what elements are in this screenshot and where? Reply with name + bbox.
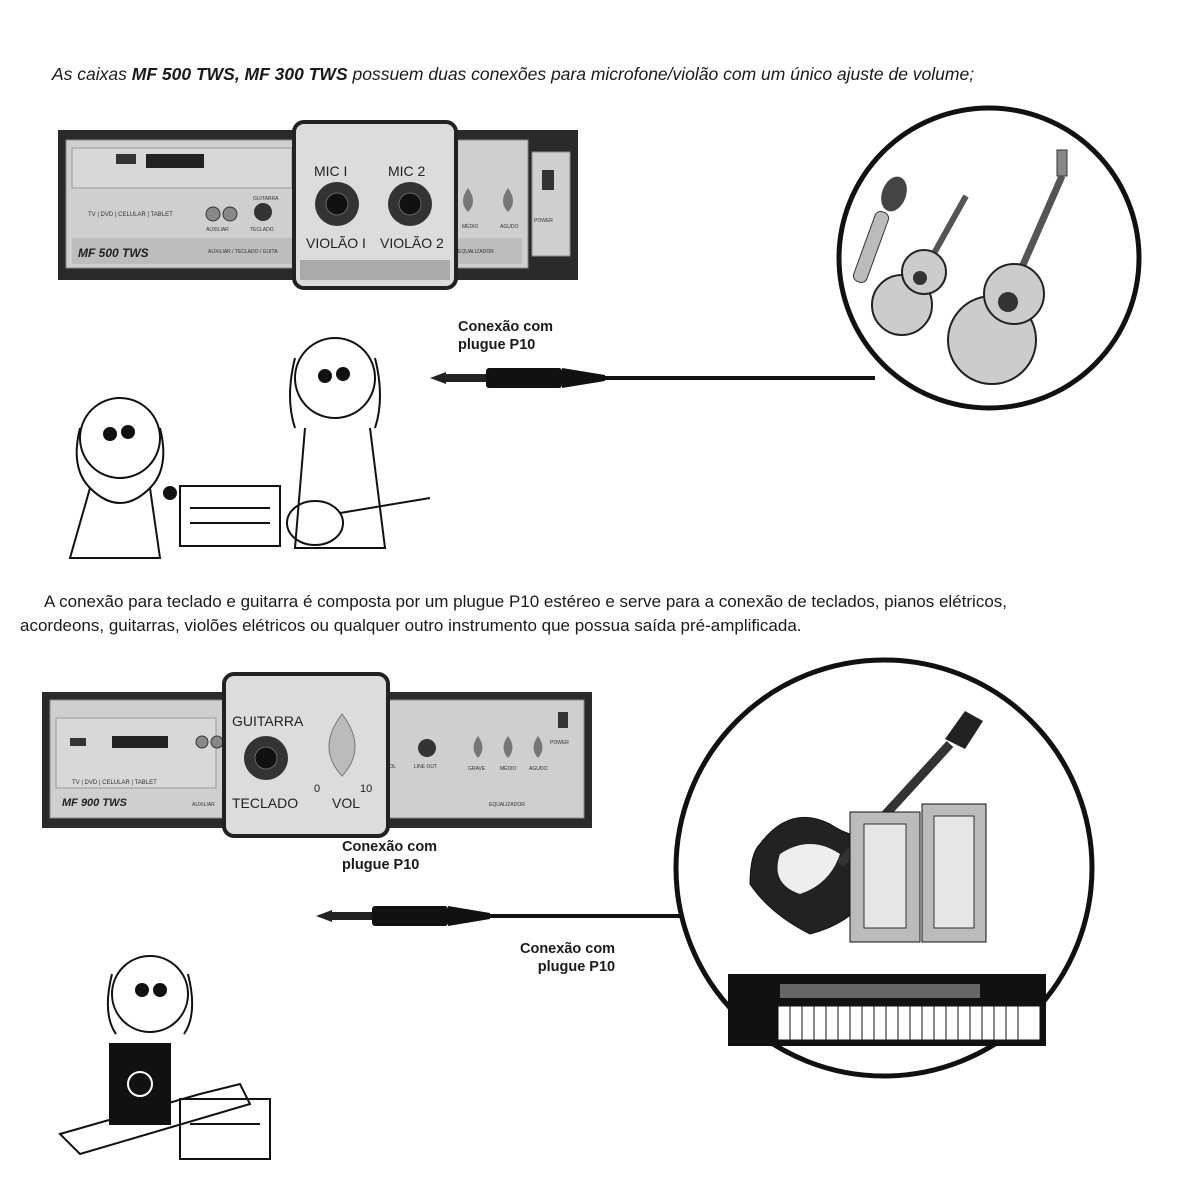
acoustic-guitar-large-icon xyxy=(947,149,1068,385)
svg-text:TECLADO: TECLADO xyxy=(250,227,274,233)
svg-text:0: 0 xyxy=(314,783,320,795)
svg-text:VIOLÃO 2: VIOLÃO 2 xyxy=(380,235,444,251)
svg-text:VIOLÃO I: VIOLÃO I xyxy=(306,235,366,251)
description-paragraph: A conexão para teclado e guitarra é comp… xyxy=(20,592,1007,635)
model-names: MF 500 TWS, MF 300 TWS xyxy=(131,64,348,84)
svg-text:EQUALIZADOR: EQUALIZADOR xyxy=(458,249,494,255)
instruments-circle-2 xyxy=(673,657,1095,1079)
svg-text:MÉDIO: MÉDIO xyxy=(462,223,479,230)
svg-text:AGUDO: AGUDO xyxy=(500,224,518,230)
svg-text:AUXILIAR: AUXILIAR xyxy=(192,802,215,808)
svg-text:10: 10 xyxy=(360,783,372,795)
svg-text:EQUALIZADOR: EQUALIZADOR xyxy=(489,802,525,808)
panel2-model: MF 900 TWS xyxy=(62,797,127,809)
svg-text:VOL: VOL xyxy=(386,764,396,770)
svg-text:AUXILIAR: AUXILIAR xyxy=(206,227,229,233)
svg-text:TECLADO: TECLADO xyxy=(232,795,298,811)
svg-text:LINE OUT: LINE OUT xyxy=(414,764,437,770)
cartoon-guitarist-2 xyxy=(58,955,271,1160)
microphone-icon xyxy=(852,176,907,283)
svg-text:GUITARRA: GUITARRA xyxy=(232,713,304,729)
section2-plug-label-b: Conexão com plugue P10 xyxy=(520,941,616,975)
svg-text:POWER: POWER xyxy=(534,218,553,224)
svg-text:GUITARRA: GUITARRA xyxy=(253,196,279,202)
svg-text:AUXILIAR / TECLADO / GUITA: AUXILIAR / TECLADO / GUITA xyxy=(208,249,278,255)
panel1-left-label: TV | DVD | CELULAR | TABLET xyxy=(88,212,173,218)
svg-text:VOL: VOL xyxy=(332,795,360,811)
svg-text:POWER: POWER xyxy=(550,740,569,746)
cartoon-musicians-1 xyxy=(68,337,431,559)
svg-text:MÉDIO: MÉDIO xyxy=(500,765,517,772)
instruments-circle-1 xyxy=(836,105,1142,411)
svg-text:GRAVE: GRAVE xyxy=(468,766,486,772)
intro-text: As caixas MF 500 TWS, MF 300 TWS possuem… xyxy=(52,64,975,84)
section1-plug-label: Conexão com plugue P10 xyxy=(458,319,554,353)
section2-plug-label-a: Conexão com plugue P10 xyxy=(342,839,438,873)
svg-text:MIC 2: MIC 2 xyxy=(388,163,426,179)
accordion-icon xyxy=(849,803,987,943)
acoustic-guitar-small-icon xyxy=(871,194,969,336)
svg-text:AGUDO: AGUDO xyxy=(529,766,547,772)
panel1-model: MF 500 TWS xyxy=(78,246,149,260)
panel2-left-label: TV | DVD | CELULAR | TABLET xyxy=(72,780,157,786)
cable-p10-2 xyxy=(316,906,685,926)
panel1-zoom: MIC I MIC 2 VIOLÃO I VIOLÃO 2 xyxy=(292,120,458,290)
cable-p10-1 xyxy=(430,368,875,388)
svg-text:MIC I: MIC I xyxy=(314,163,347,179)
panel2-zoom: GUITARRA TECLADO 0 10 VOL xyxy=(222,672,390,838)
keyboard-icon xyxy=(728,974,1046,1046)
